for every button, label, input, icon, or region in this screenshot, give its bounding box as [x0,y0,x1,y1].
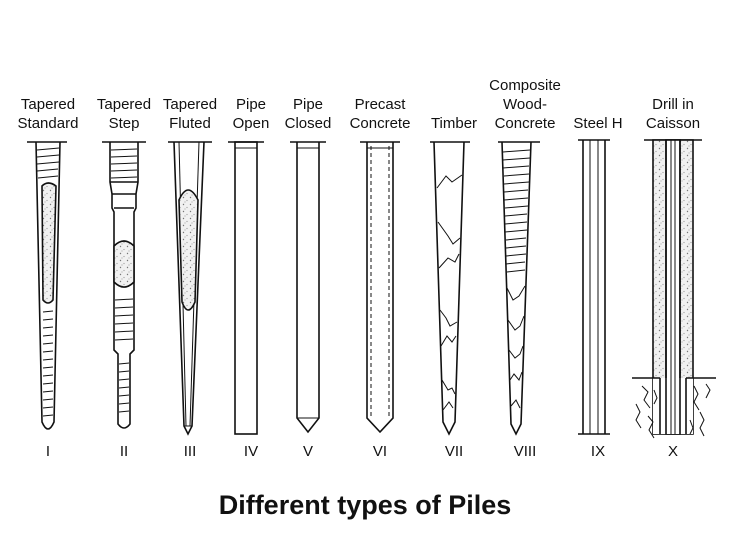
pile-label-line: Standard [18,115,79,132]
pile-numeral: X [668,443,678,460]
pile-drill-in-caisson [632,139,716,439]
pile-tapered-standard [27,141,67,430]
pile-label-line: Tapered [163,96,217,113]
pile-numeral: II [120,443,128,460]
pile-label-line: Step [109,115,140,132]
pile-label-line: Tapered [21,96,75,113]
pile-label-line: Pipe [236,96,266,113]
pile-pipe-closed [290,141,326,434]
pile-pipe-open [228,141,264,435]
pile-label-line: Pipe [293,96,323,113]
pile-numeral: VII [445,443,463,460]
pile-label-line: Open [233,115,270,132]
pile-label-line: Fluted [169,115,211,132]
pile-tapered-fluted [168,141,212,436]
pile-numeral: IV [244,443,258,460]
pile-label-line: Concrete [495,115,556,132]
pile-composite-wood-concrete [498,141,540,436]
pile-timber [430,141,470,436]
pile-steel-h [578,139,610,435]
pile-numeral: IX [591,443,605,460]
pile-numeral: III [184,443,197,460]
pile-label-line: Precast [355,96,407,113]
pile-numeral: I [46,443,50,460]
pile-label-line: Steel H [573,115,622,132]
pile-label-line: Timber [431,115,477,132]
pile-label-line: Wood- [503,96,547,113]
pile-label-line: Closed [285,115,332,132]
pile-tapered-step [102,141,146,429]
pile-label-line: Concrete [350,115,411,132]
pile-numeral: V [303,443,313,460]
pile-label-line: Drill in [652,96,694,113]
pile-label-line: Composite [489,77,561,94]
pile-label-line: Tapered [97,96,151,113]
pile-precast-concrete [360,141,400,434]
diagram-caption: Different types of Piles [218,490,512,520]
pile-numeral: VIII [514,443,537,460]
pile-label-line: Caisson [646,115,700,132]
pile-numeral: VI [373,443,387,460]
